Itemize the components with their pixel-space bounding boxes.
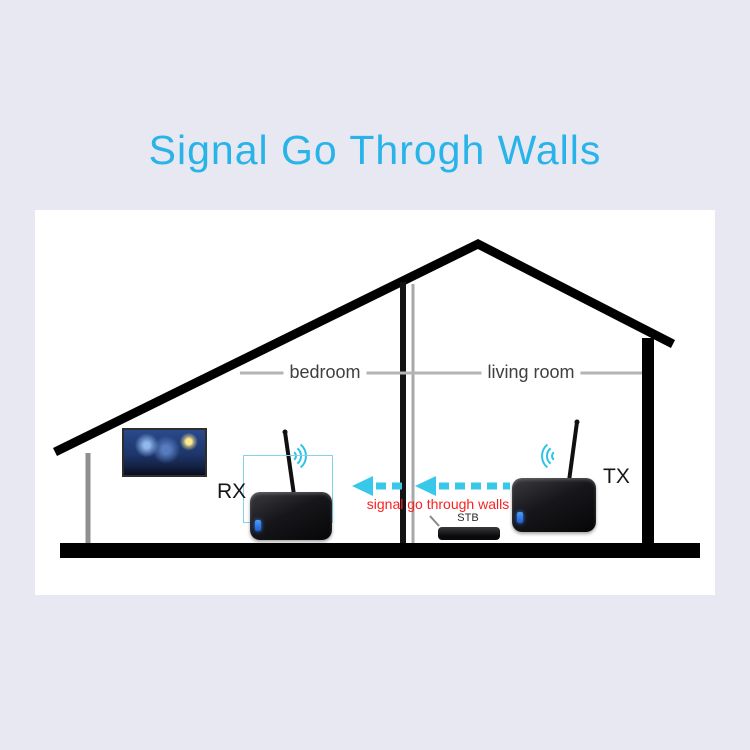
rx-wifi-signal-icon: [293, 443, 307, 469]
signal-arrow-icon: [352, 476, 510, 496]
signal-caption: signal go through walls: [366, 496, 510, 512]
stb-antenna-icon: [429, 515, 440, 527]
right-wall: [642, 338, 654, 543]
floor: [60, 543, 700, 558]
stb-device: [438, 527, 500, 540]
tx-label: TX: [603, 465, 630, 488]
roof-right-line: [473, 238, 676, 349]
rx-label: RX: [217, 480, 247, 503]
rx-antenna-tip: [282, 429, 288, 435]
bedroom-label: bedroom: [283, 362, 367, 383]
rx-led-indicator: [255, 520, 261, 531]
roof-left-line: [53, 238, 482, 457]
rx-antenna-icon: [283, 430, 296, 497]
tx-antenna-tip: [574, 419, 580, 425]
living-room-label: living room: [481, 362, 581, 383]
tx-antenna-icon: [567, 420, 579, 483]
tv-screen: [122, 428, 207, 477]
tx-wifi-signal-icon: [541, 443, 555, 469]
stb-label: STB: [457, 512, 479, 524]
tx-transmitter-device: [512, 478, 596, 532]
house-diagram-panel: bedroom living room RX TX STB signal go …: [35, 210, 715, 595]
page-title: Signal Go Throgh Walls: [148, 127, 602, 173]
rx-receiver-device: [250, 492, 332, 540]
tx-led-indicator: [517, 512, 523, 523]
house-structure-drawing: [53, 238, 700, 558]
